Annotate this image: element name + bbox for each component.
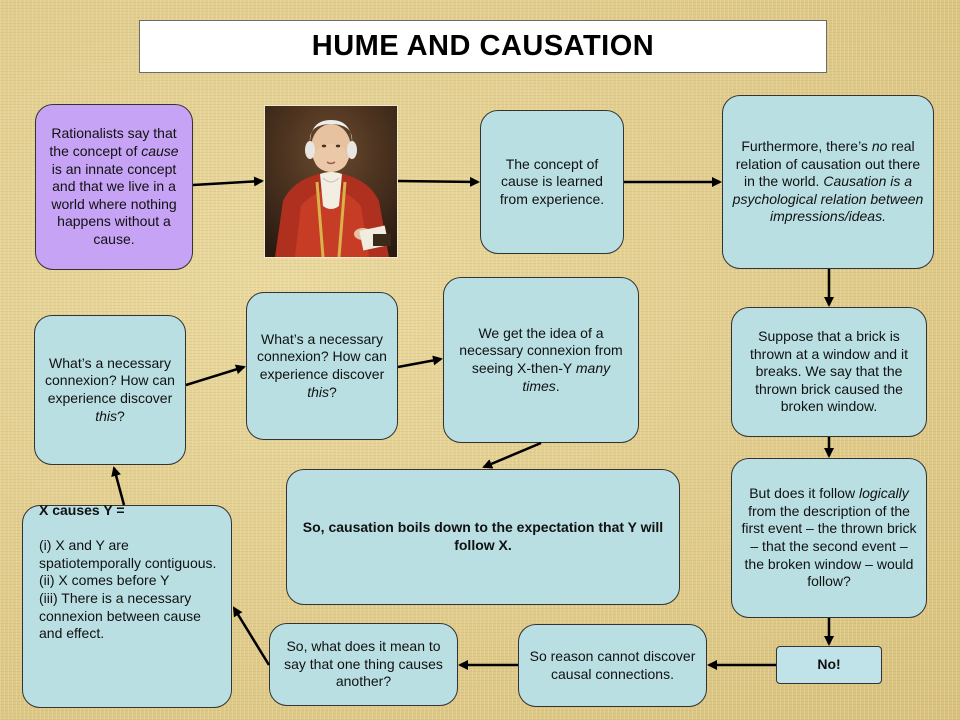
necessary-connexion-mid-text: What’s a necessary connexion? How can ex…	[257, 330, 387, 400]
follow-logically-text: But does it follow logically from the de…	[741, 485, 917, 590]
learned-text: The concept of cause is learned from exp…	[499, 155, 605, 207]
x-causes-y-condition-2: (ii) X comes before Y	[39, 572, 170, 589]
arrow-mean-to-xcauses	[232, 606, 271, 666]
causation-boils-down-box: So, causation boils down to the expectat…	[286, 469, 680, 605]
necessary-connexion-left-box: What’s a necessary connexion? How can ex…	[34, 315, 186, 465]
no-box: No!	[776, 646, 882, 684]
arrow-mid-to-idea	[397, 355, 443, 369]
furthermore-text: Furthermore, there’s no real relation of…	[732, 138, 924, 225]
x-causes-y-content: X causes Y = (i) X and Y are spatiotempo…	[39, 502, 223, 643]
what-does-it-mean-text: So, what does it mean to say that one th…	[284, 638, 443, 690]
reason-cannot-box: So reason cannot discover causal connect…	[518, 624, 707, 707]
idea-text: We get the idea of a necessary connexion…	[459, 324, 623, 394]
brick-box: Suppose that a brick is thrown at a wind…	[731, 307, 927, 437]
rationalists-text: Rationalists say that the concept of cau…	[49, 125, 179, 247]
furthermore-box: Furthermore, there’s no real relation of…	[722, 95, 934, 269]
idea-box: We get the idea of a necessary connexion…	[443, 277, 639, 443]
arrow-rationalists-to-portrait	[192, 176, 264, 187]
hume-portrait	[264, 105, 398, 258]
arrow-necessary-left-to-mid	[185, 364, 246, 387]
causation-boils-down-text: So, causation boils down to the expectat…	[302, 519, 664, 553]
necessary-connexion-left-text: What’s a necessary connexion? How can ex…	[45, 354, 175, 424]
arrow-xcauses-to-necessary-left	[111, 466, 126, 506]
x-causes-y-heading: X causes Y =	[39, 502, 125, 518]
follow-logically-box: But does it follow logically from the de…	[731, 458, 927, 618]
portrait-painting-icon	[265, 106, 397, 257]
no-text: No!	[817, 656, 841, 673]
page-title: HUME AND CAUSATION	[139, 20, 827, 73]
learned-box: The concept of cause is learned from exp…	[480, 110, 624, 254]
necessary-connexion-mid-box: What’s a necessary connexion? How can ex…	[246, 292, 398, 440]
reason-cannot-text: So reason cannot discover causal connect…	[529, 647, 696, 682]
x-causes-y-condition-3: (iii) There is a necessary connexion bet…	[39, 589, 201, 642]
what-does-it-mean-box: So, what does it mean to say that one th…	[269, 623, 458, 706]
arrow-portrait-to-learned	[397, 176, 480, 187]
brick-text: Suppose that a brick is thrown at a wind…	[750, 328, 908, 415]
x-causes-y-box: X causes Y = (i) X and Y are spatiotempo…	[22, 502, 232, 708]
arrow-idea-to-boils	[482, 441, 542, 469]
x-causes-y-condition-1: (i) X and Y are spatiotemporally contigu…	[39, 537, 217, 571]
rationalists-box: Rationalists say that the concept of cau…	[35, 104, 193, 270]
